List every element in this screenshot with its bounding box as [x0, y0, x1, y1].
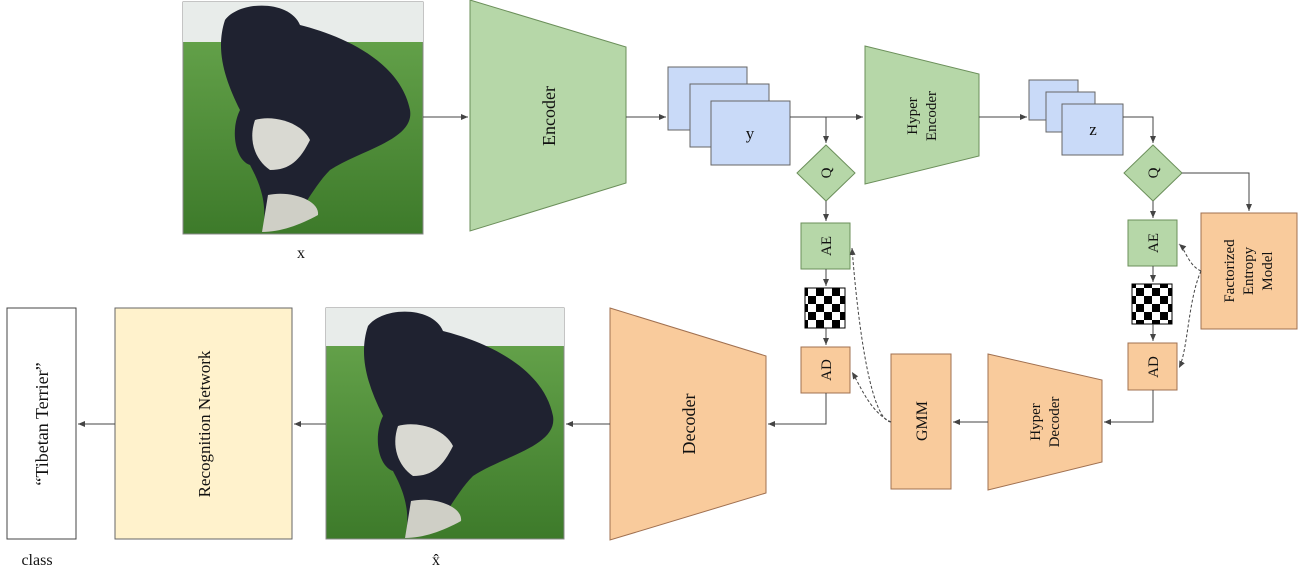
recognition-network-block: [114, 307, 293, 540]
factorized-entropy-model: [1200, 212, 1298, 330]
hyper-encoder-block: [864, 45, 980, 185]
ad-left-label: AD: [819, 359, 835, 381]
hyper-decoder-label-line1: Hyper: [1028, 403, 1044, 441]
quantizer-left-label: Q: [819, 167, 835, 178]
factorized-label-line1: Factorized: [1222, 239, 1238, 303]
z-latent-stack: [1028, 79, 1124, 156]
hyper-encoder-label-line1: Hyper: [905, 97, 921, 135]
dashed-connectors: [849, 243, 1202, 423]
hyper-decoder-block: [987, 353, 1103, 491]
class-output-box: [6, 307, 77, 540]
ad-right-label: AD: [1146, 356, 1162, 378]
arithmetic-encoder-right: [1127, 219, 1178, 267]
class-label: class: [21, 552, 52, 569]
bitstream-icon-right: [1131, 283, 1173, 325]
hyper-encoder-label-line2: Encoder: [924, 91, 940, 141]
y-label: y: [746, 124, 755, 143]
reconstructed-image: [325, 307, 565, 540]
ae-right-label: AE: [1146, 233, 1162, 253]
gmm-block: [890, 353, 952, 490]
arithmetic-encoder-left: [800, 222, 851, 270]
y-latent-stack: [667, 66, 791, 166]
arithmetic-decoder-right: [1127, 342, 1178, 391]
z-label: z: [1089, 120, 1097, 139]
solid-connectors: [78, 114, 1252, 427]
gmm-label: GMM: [914, 401, 931, 441]
ae-left-label: AE: [819, 236, 835, 256]
quantizer-right-label: Q: [1146, 167, 1162, 178]
hyper-decoder-label-line2: Decoder: [1047, 397, 1063, 448]
encoder-block: [469, 0, 627, 232]
factorized-label-line2: Entropy: [1241, 246, 1257, 295]
encoder-label: Encoder: [539, 86, 559, 146]
class-output-text: “Tibetan Terrier”: [32, 362, 52, 485]
x-hat-label: x̂: [432, 552, 440, 569]
bitstream-icon-left: [804, 287, 846, 329]
factorized-label-line3: Model: [1260, 251, 1276, 290]
recognition-network-label: Recognition Network: [195, 350, 214, 497]
decoder-block: [609, 307, 767, 541]
input-image: [182, 1, 424, 235]
decoder-label: Decoder: [679, 394, 699, 455]
x-label: x: [297, 245, 305, 262]
arithmetic-decoder-left: [800, 346, 851, 394]
